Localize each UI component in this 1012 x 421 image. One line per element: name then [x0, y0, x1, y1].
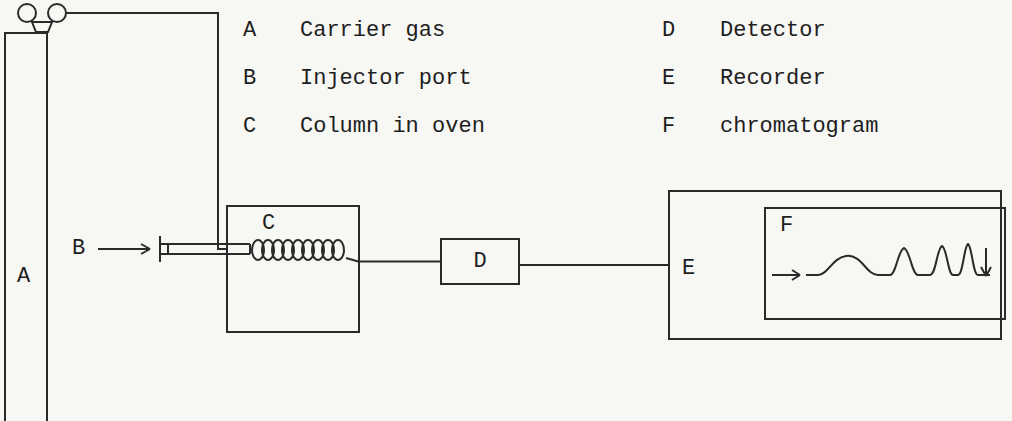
node-letter: C: [262, 213, 275, 235]
end-arrow: [985, 248, 987, 276]
chromatogram-trace: [806, 244, 990, 275]
injection-arrow: [98, 248, 150, 250]
gas-line: [360, 261, 440, 263]
key-text: Recorder: [720, 68, 826, 90]
key-letter: F: [662, 116, 675, 138]
coil-loop: [332, 240, 344, 260]
chart-paper: F: [764, 207, 1006, 320]
node-letter: A: [17, 266, 30, 288]
column-outlet: [346, 258, 360, 262]
key-letter: C: [243, 116, 256, 138]
oven-box: C: [226, 205, 360, 333]
trace-start-arrow: [772, 274, 800, 276]
injector-tube: [168, 244, 250, 254]
key-letter: E: [662, 68, 675, 90]
gas-line: [66, 13, 226, 249]
arrowhead: [981, 267, 991, 276]
recorder-box: EF: [668, 190, 1002, 340]
key-letter: B: [72, 238, 85, 260]
detector-box: D: [440, 238, 520, 285]
node-letter: F: [780, 215, 793, 237]
key-letter: D: [662, 20, 675, 42]
valve-knob: [18, 4, 36, 22]
injector-plunger: [160, 236, 168, 262]
key-text: Column in oven: [300, 116, 485, 138]
valve-body: [32, 22, 52, 32]
key-text: Detector: [720, 20, 826, 42]
key-letter: A: [243, 20, 256, 42]
gas-line: [520, 264, 668, 266]
key-text: chromatogram: [720, 116, 878, 138]
node-letter: E: [682, 258, 695, 280]
key-text: Carrier gas: [300, 20, 445, 42]
column-coil: [252, 240, 344, 260]
key-text: Injector port: [300, 68, 472, 90]
key-letter: B: [243, 68, 256, 90]
valve-knob: [48, 4, 66, 22]
node-letter: D: [473, 251, 486, 273]
arrowhead: [141, 244, 150, 254]
arrowhead: [792, 270, 800, 280]
gas-cylinder: A: [4, 32, 48, 421]
